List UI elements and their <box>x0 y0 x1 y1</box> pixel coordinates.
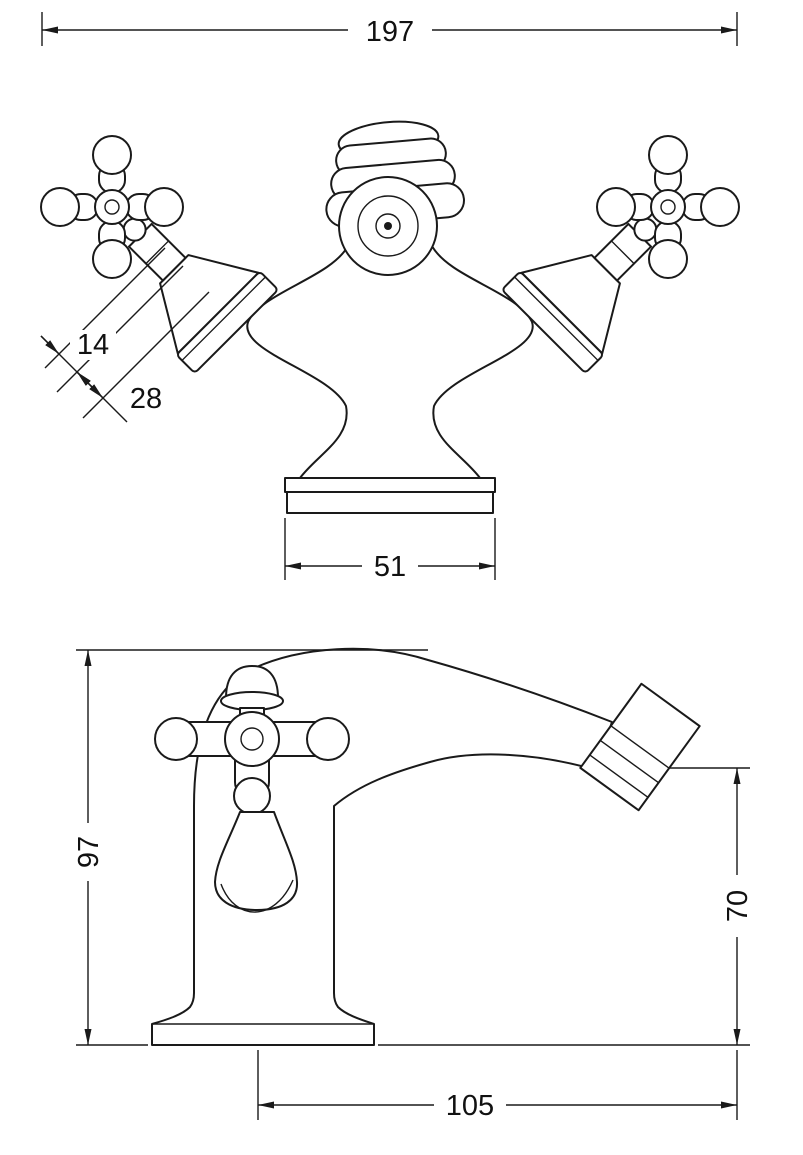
left-handle-arm <box>92 135 132 194</box>
left-handle-front <box>39 135 278 373</box>
dimension-base-width: 51 <box>284 518 496 583</box>
dimension-overall-height: 97 <box>71 649 428 1046</box>
handle-side <box>154 665 350 815</box>
left-handle-neck <box>122 217 147 242</box>
right-handle-skirt-line <box>514 276 599 361</box>
dim-handle-small-label: 14 <box>77 329 109 361</box>
dimension-handle-detail: 14 28 <box>40 247 210 423</box>
left-handle-skirt-line <box>181 276 266 361</box>
right-handle-boss-inner <box>660 199 676 215</box>
dim-handle-large-label: 28 <box>130 383 162 415</box>
handle-boss-side-inner <box>240 727 264 751</box>
left-handle-arm <box>92 220 132 279</box>
handle-lobe-right <box>306 717 350 761</box>
dim-overall-height-label: 97 <box>73 836 105 868</box>
right-handle-arm <box>648 220 688 279</box>
valve-bell-drip-curve <box>220 879 294 913</box>
spout-face-inner <box>375 213 401 239</box>
base-flange-front <box>284 477 496 493</box>
spout-face-dot <box>384 222 392 230</box>
spout-outlet-rib <box>610 725 670 769</box>
spout-outlet-rib <box>599 739 659 784</box>
left-handle-boss-inner <box>104 199 120 215</box>
spout-face-mid <box>357 195 419 257</box>
right-handle-stem-joint <box>610 240 635 265</box>
right-handle-boss <box>650 189 686 225</box>
front-view <box>39 120 740 514</box>
spout-outlet-rib <box>589 754 649 798</box>
handle-cap-dome <box>225 665 279 699</box>
left-handle-arm <box>39 187 99 227</box>
dim-outlet-height-label: 70 <box>722 890 754 922</box>
base-plinth-front <box>286 491 494 514</box>
handle-boss-side <box>224 711 280 767</box>
valve-bell <box>214 811 299 911</box>
right-handle-arm <box>681 187 740 227</box>
dim-base-width-label: 51 <box>374 551 406 583</box>
right-handle-front <box>502 135 740 373</box>
left-handle-arm <box>125 187 184 227</box>
left-handle-stem-joint <box>145 240 170 265</box>
handle-lobe-left <box>154 717 198 761</box>
right-handle-arm <box>648 135 688 194</box>
dim-overall-depth-label: 105 <box>446 1090 494 1122</box>
right-handle-neck <box>633 217 658 242</box>
dimension-outlet-height: 70 <box>378 767 754 1046</box>
dimension-overall-width: 197 <box>41 12 738 48</box>
dim-overall-width-label: 197 <box>366 16 414 48</box>
right-handle-arm <box>596 187 655 227</box>
side-view <box>151 647 701 1046</box>
dimension-overall-depth: 105 <box>257 1050 738 1122</box>
left-handle-boss <box>94 189 130 225</box>
handle-lobe-bottom <box>233 777 271 815</box>
